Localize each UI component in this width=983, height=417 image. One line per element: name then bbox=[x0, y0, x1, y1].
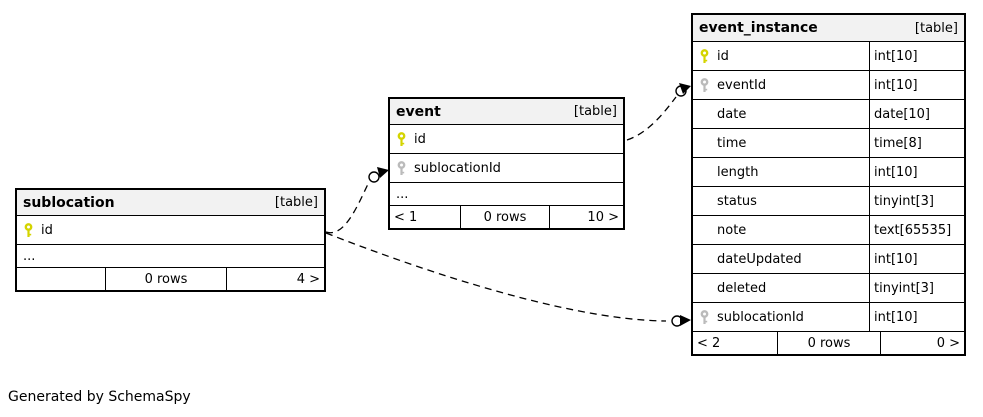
fk-endpoint-circle bbox=[368, 171, 380, 183]
footer-parents: < 1 bbox=[394, 209, 418, 225]
table-footer: < 1 0 rows 10 > bbox=[390, 206, 623, 228]
generator-note: Generated by SchemaSpy bbox=[8, 389, 191, 405]
column-name: dateUpdated bbox=[717, 251, 802, 267]
table-header[interactable]: event [table] bbox=[390, 99, 623, 125]
column-name: id bbox=[717, 48, 729, 64]
table-type-badge: [table] bbox=[914, 20, 958, 36]
column-row-id: id bbox=[17, 216, 324, 245]
table-node-event[interactable]: event [table] id sublocationId ... < 1 0… bbox=[388, 97, 625, 230]
column-type: int[10] bbox=[869, 303, 964, 331]
foreign-key-icon bbox=[698, 309, 710, 325]
column-row-dateUpdated: dateUpdated int[10] bbox=[693, 245, 964, 274]
column-name: deleted bbox=[717, 280, 767, 296]
column-row-sublocationId: sublocationId int[10] bbox=[693, 303, 964, 332]
table-type-badge: [table] bbox=[274, 195, 318, 210]
column-name: sublocationId bbox=[414, 160, 501, 176]
footer-parents bbox=[17, 268, 105, 290]
column-row-date: date date[10] bbox=[693, 100, 964, 129]
primary-key-icon bbox=[22, 222, 34, 238]
column-type: text[65535] bbox=[869, 216, 964, 244]
hidden-columns-row: ... bbox=[390, 183, 623, 206]
footer-parents: < 2 bbox=[697, 335, 721, 351]
column-name: length bbox=[717, 164, 759, 180]
table-header[interactable]: event_instance [table] bbox=[693, 15, 964, 42]
table-footer: < 2 0 rows 0 > bbox=[693, 332, 964, 354]
column-name: id bbox=[414, 131, 426, 147]
column-type: int[10] bbox=[869, 42, 964, 70]
table-name: event_instance bbox=[699, 20, 818, 36]
relationship-event-to-event-instance bbox=[626, 83, 691, 141]
relationship-line bbox=[325, 232, 667, 322]
foreign-key-icon bbox=[395, 160, 407, 176]
column-name: eventId bbox=[717, 77, 767, 93]
footer-children: 10 > bbox=[587, 209, 619, 225]
column-name: id bbox=[41, 222, 53, 238]
column-name: status bbox=[717, 193, 757, 209]
column-row-note: note text[65535] bbox=[693, 216, 964, 245]
relationship-line bbox=[626, 96, 677, 141]
column-row-status: status tinyint[3] bbox=[693, 187, 964, 216]
footer-children: 0 > bbox=[936, 335, 960, 351]
table-name: sublocation bbox=[23, 194, 115, 211]
column-row-id: id bbox=[390, 125, 623, 154]
footer-rows: 0 rows bbox=[777, 332, 881, 354]
table-node-event-instance[interactable]: event_instance [table] id int[10] eventI… bbox=[691, 13, 966, 356]
column-type: int[10] bbox=[869, 245, 964, 273]
column-row-time: time time[8] bbox=[693, 129, 964, 158]
column-type: tinyint[3] bbox=[869, 187, 964, 215]
column-name: sublocationId bbox=[717, 309, 804, 325]
fk-endpoint-arrow-icon bbox=[679, 83, 691, 94]
column-row-id: id int[10] bbox=[693, 42, 964, 71]
foreign-key-icon bbox=[698, 77, 710, 93]
primary-key-icon bbox=[395, 131, 407, 147]
primary-key-icon bbox=[698, 48, 710, 64]
table-name: event bbox=[396, 103, 441, 120]
table-header[interactable]: sublocation [table] bbox=[17, 190, 324, 216]
column-type: date[10] bbox=[869, 100, 964, 128]
footer-rows: 0 rows bbox=[460, 206, 550, 228]
column-type: tinyint[3] bbox=[869, 274, 964, 302]
column-name: time bbox=[717, 135, 747, 151]
column-type: int[10] bbox=[869, 71, 964, 99]
column-row-sublocationId: sublocationId bbox=[390, 154, 623, 183]
relationship-sublocation-to-event-instance bbox=[325, 232, 691, 327]
hidden-columns-row: ... bbox=[17, 245, 324, 268]
column-name: date bbox=[717, 106, 747, 122]
footer-children: 4 > bbox=[296, 271, 320, 287]
fk-endpoint-arrow-icon bbox=[680, 315, 691, 326]
column-type: int[10] bbox=[869, 158, 964, 186]
column-type: time[8] bbox=[869, 129, 964, 157]
column-row-eventId: eventId int[10] bbox=[693, 71, 964, 100]
relationship-sublocation-to-event bbox=[325, 167, 389, 234]
column-name: note bbox=[717, 222, 747, 238]
table-node-sublocation[interactable]: sublocation [table] id ... 0 rows 4 > bbox=[15, 188, 326, 292]
table-footer: 0 rows 4 > bbox=[17, 268, 324, 290]
footer-rows: 0 rows bbox=[105, 268, 227, 290]
column-row-deleted: deleted tinyint[3] bbox=[693, 274, 964, 303]
table-type-badge: [table] bbox=[573, 104, 617, 119]
column-row-length: length int[10] bbox=[693, 158, 964, 187]
fk-endpoint-arrow-icon bbox=[377, 167, 389, 178]
relationship-line bbox=[325, 183, 369, 234]
